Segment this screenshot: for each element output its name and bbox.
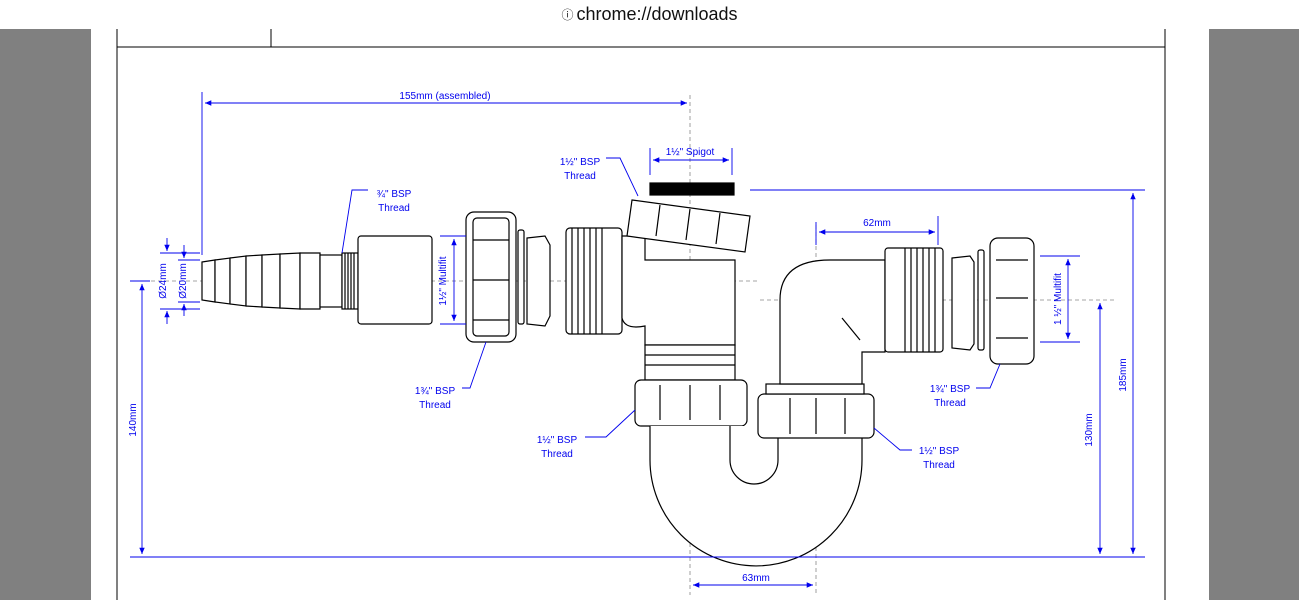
viewer-gutter-left bbox=[0, 29, 91, 600]
hose-tail bbox=[201, 235, 433, 325]
dim-height-185: 185mm bbox=[1118, 358, 1129, 391]
left-nut-thread-label-2: Thread bbox=[419, 400, 451, 411]
right-nut-thread-label-2: Thread bbox=[934, 398, 966, 409]
dimension-lines bbox=[130, 92, 1145, 588]
technical-drawing: 155mm (assembled) 1½" Spigot 62mm 63mm Ø… bbox=[116, 29, 1166, 600]
hose-thread-label-2: Thread bbox=[378, 203, 410, 214]
dim-assembled-length: 155mm (assembled) bbox=[399, 91, 490, 102]
right-nut-thread-label-1: 1¾" BSP bbox=[930, 384, 971, 395]
top-thread-label-2: Thread bbox=[564, 171, 596, 182]
tee-body bbox=[565, 182, 751, 381]
url-text[interactable]: chrome://downloads bbox=[576, 4, 738, 24]
dim-multifit-right: 1 ½" Multifit bbox=[1053, 273, 1064, 325]
trap-left-thread-label-1: 1½" BSP bbox=[537, 435, 578, 446]
dim-height-130: 130mm bbox=[1084, 413, 1095, 446]
dim-spigot: 1½" Spigot bbox=[666, 147, 715, 158]
trap-left-thread-label-2: Thread bbox=[541, 449, 573, 460]
outlet-bend bbox=[779, 237, 1035, 385]
dim-inner-diameter: Ø20mm bbox=[178, 263, 189, 299]
hose-thread-label-1: ¾" BSP bbox=[377, 189, 412, 200]
left-nut-thread-label-1: 1¾" BSP bbox=[415, 386, 456, 397]
dimension-labels: 155mm (assembled) 1½" Spigot 62mm 63mm Ø… bbox=[128, 91, 1129, 584]
top-thread-label-1: 1½" BSP bbox=[560, 157, 601, 168]
left-compression-nut bbox=[465, 211, 551, 343]
trap-u-bend bbox=[634, 379, 875, 567]
dim-outlet-offset: 62mm bbox=[863, 218, 891, 229]
info-circle-icon[interactable]: ⓘ bbox=[561, 8, 574, 22]
address-bar[interactable]: ⓘ chrome://downloads bbox=[0, 0, 1299, 29]
pdf-page: 155mm (assembled) 1½" Spigot 62mm 63mm Ø… bbox=[91, 29, 1209, 600]
title-block-frame bbox=[116, 29, 1166, 600]
dim-trap-width: 63mm bbox=[742, 573, 770, 584]
dim-height-140: 140mm bbox=[128, 403, 139, 436]
trap-right-thread-label-1: 1½" BSP bbox=[919, 446, 960, 457]
dim-outer-diameter: Ø24mm bbox=[158, 263, 169, 299]
trap-right-thread-label-2: Thread bbox=[923, 460, 955, 471]
callout-leaders bbox=[341, 157, 1001, 451]
callout-labels: ¾" BSP Thread 1½" BSP Thread 1¾" BSP Thr… bbox=[377, 157, 971, 471]
dim-multifit-left: 1½" Multifit bbox=[438, 256, 449, 305]
viewer-gutter-right bbox=[1209, 29, 1299, 600]
